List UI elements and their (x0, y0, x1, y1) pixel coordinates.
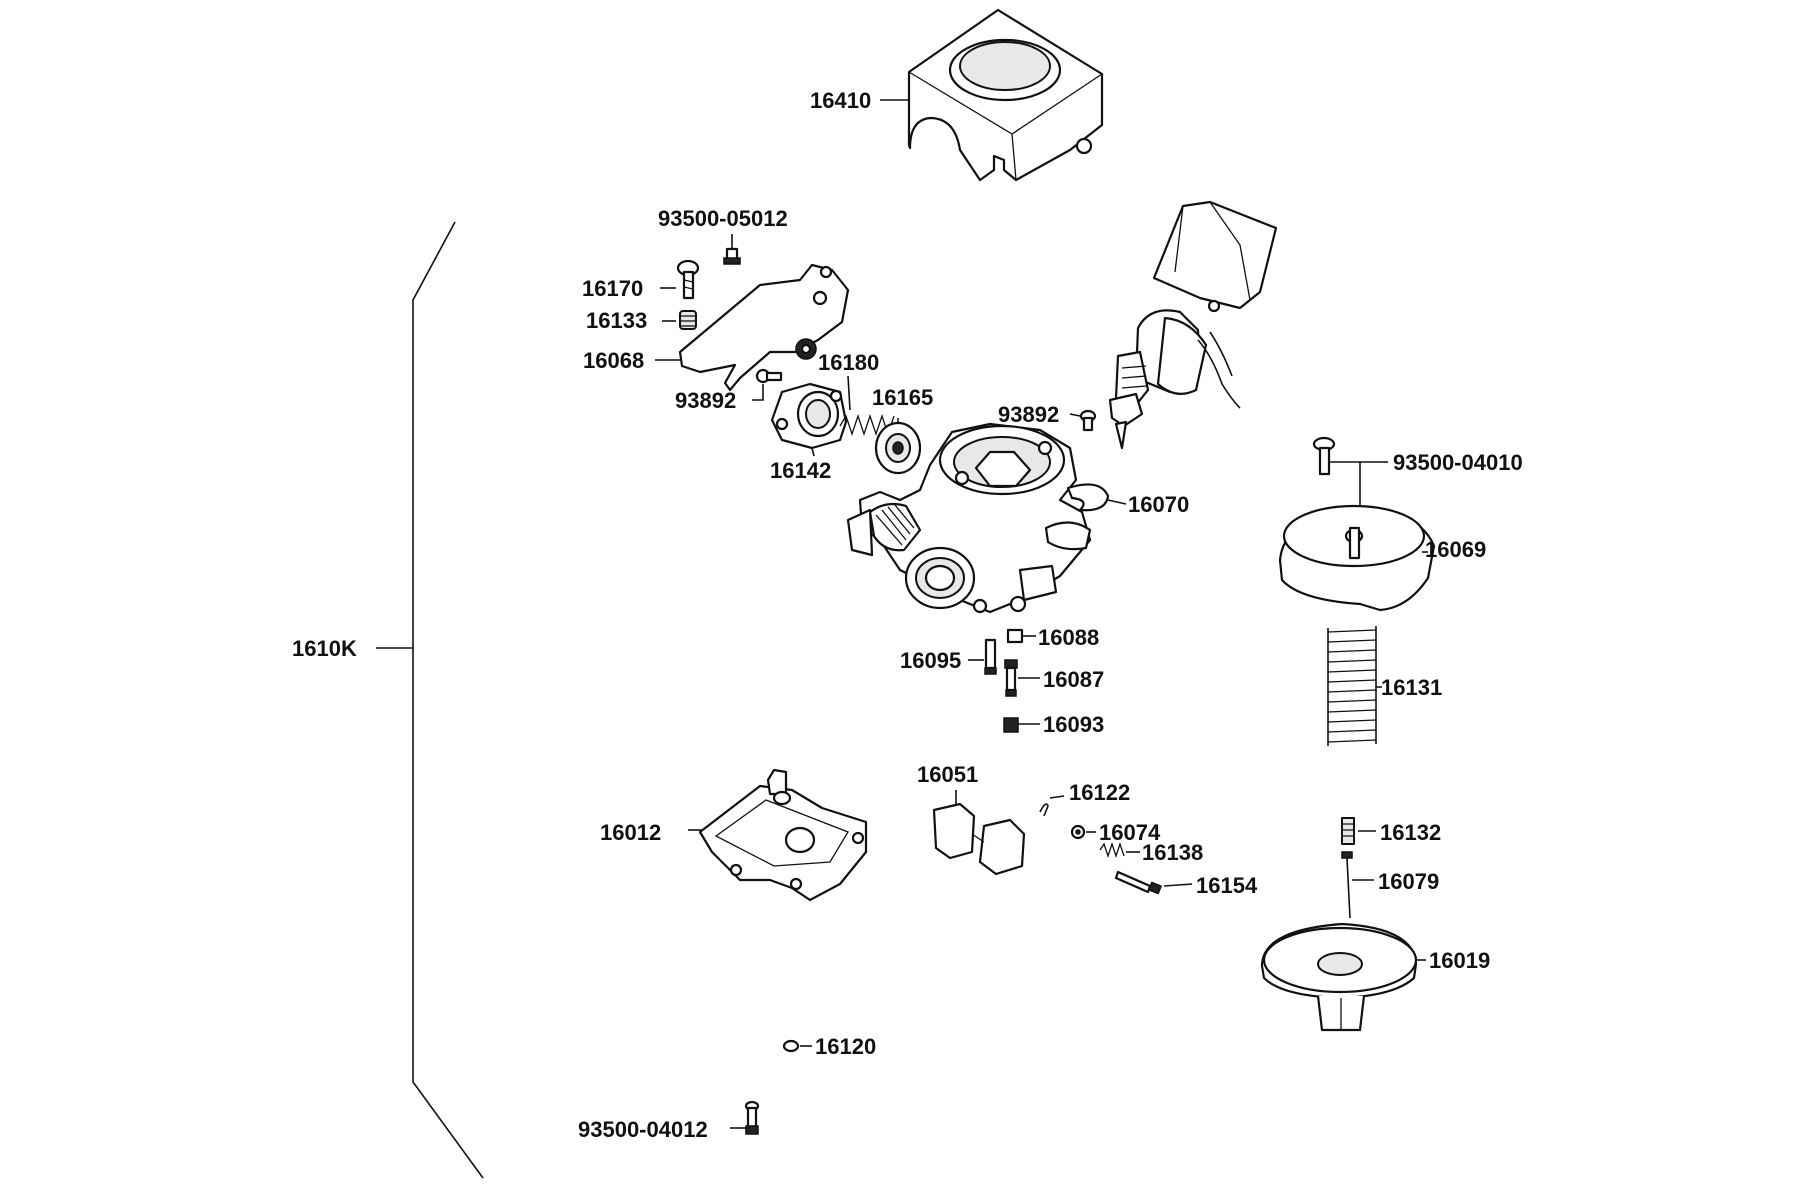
screw-93500-04012 (730, 1100, 760, 1135)
label-16051: 16051 (917, 762, 978, 787)
jet-16093 (1003, 717, 1040, 733)
label-16068: 16068 (583, 348, 644, 373)
label-16132: 16132 (1380, 820, 1441, 845)
spring-16131 (1327, 626, 1382, 746)
label-16019: 16019 (1429, 948, 1490, 973)
assembly-label: 1610K (292, 636, 357, 661)
screw-93892-b (1069, 409, 1097, 432)
label-93500-04012: 93500-04012 (578, 1117, 708, 1142)
label-16122: 16122 (1069, 780, 1130, 805)
label-16069: 16069 (1425, 537, 1486, 562)
label-16154: 16154 (1196, 873, 1258, 898)
spring-16133 (662, 310, 697, 330)
slide-16019 (1260, 922, 1426, 1032)
label-16093: 16093 (1043, 712, 1104, 737)
label-93892-a: 93892 (675, 388, 736, 413)
label-16088: 16088 (1038, 625, 1099, 650)
spring-16180 (839, 375, 895, 437)
diaphragm-16165 (874, 418, 922, 475)
label-16095: 16095 (900, 648, 961, 673)
label-16012: 16012 (600, 820, 661, 845)
label-16133: 16133 (586, 308, 647, 333)
label-16165: 16165 (872, 385, 933, 410)
clip-16122 (1039, 795, 1065, 817)
label-16410: 16410 (810, 88, 871, 113)
label-16120: 16120 (815, 1034, 876, 1059)
lever-16068 (655, 263, 850, 392)
label-16131: 16131 (1381, 675, 1442, 700)
label-16138: 16138 (1142, 840, 1203, 865)
needle-16079 (1341, 851, 1374, 919)
cap-16069 (1278, 504, 1436, 612)
cover-16410 (880, 8, 1104, 182)
float-bowl-16012 (688, 768, 868, 902)
spring-16132 (1341, 817, 1376, 845)
screw-16170 (660, 259, 700, 300)
screw-93892-a (752, 368, 783, 401)
auto-choke (1108, 200, 1278, 450)
label-93892-b: 93892 (998, 402, 1059, 427)
label-16170: 16170 (582, 276, 643, 301)
float-16051 (932, 790, 1026, 876)
screw-93500-05012 (723, 234, 741, 265)
oring-16120 (782, 1039, 812, 1053)
spring-16138 (1099, 841, 1140, 859)
jet-16088 (1006, 628, 1036, 644)
label-16142: 16142 (770, 458, 831, 483)
label-16070: 16070 (1128, 492, 1189, 517)
label-16087: 16087 (1043, 667, 1104, 692)
flange-16142 (770, 382, 848, 457)
assembly-bracket: 1610K (292, 221, 484, 1179)
screw-16154 (1114, 870, 1193, 895)
jet-16087 (1004, 659, 1040, 697)
label-16180: 16180 (818, 350, 879, 375)
jet-16095 (968, 638, 997, 675)
clip-16070 (1066, 483, 1127, 512)
carburetor-body (846, 422, 1092, 614)
label-16074: 16074 (1099, 820, 1161, 845)
label-93500-04010: 93500-04010 (1393, 450, 1523, 475)
label-16079: 16079 (1378, 869, 1439, 894)
label-93500-05012: 93500-05012 (658, 206, 788, 231)
valve-16074 (1070, 824, 1096, 840)
